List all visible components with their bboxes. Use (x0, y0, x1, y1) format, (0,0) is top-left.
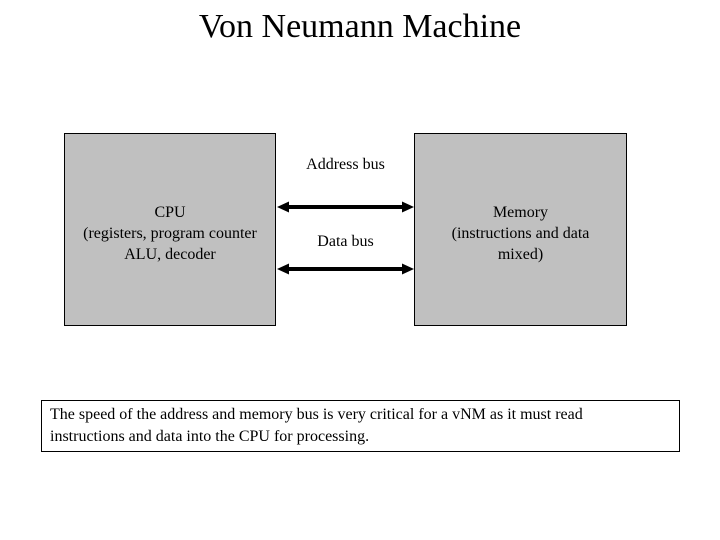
memory-box-line-2: (instructions and data (451, 225, 590, 242)
slide-title: Von Neumann Machine (198, 8, 522, 45)
address-bus-label: Address bus (306, 156, 385, 173)
note-line-1: The speed of the address and memory bus … (50, 406, 583, 423)
cpu-box-line-2: (registers, program counter (83, 225, 257, 242)
cpu-box: CPU (registers, program counter ALU, dec… (64, 133, 276, 326)
memory-box-line-1: Memory (492, 204, 549, 221)
cpu-box-line-3: ALU, decoder (124, 246, 216, 263)
data-bus-arrow-icon (277, 263, 414, 275)
memory-box-line-3: mixed) (497, 246, 544, 263)
note-box: The speed of the address and memory bus … (41, 400, 680, 452)
memory-box: Memory (instructions and data mixed) (414, 133, 627, 326)
note-line-2: instructions and data into the CPU for p… (50, 428, 370, 445)
data-bus-label: Data bus (317, 233, 374, 250)
address-bus-arrow-icon (277, 201, 414, 213)
cpu-box-line-1: CPU (154, 204, 186, 221)
